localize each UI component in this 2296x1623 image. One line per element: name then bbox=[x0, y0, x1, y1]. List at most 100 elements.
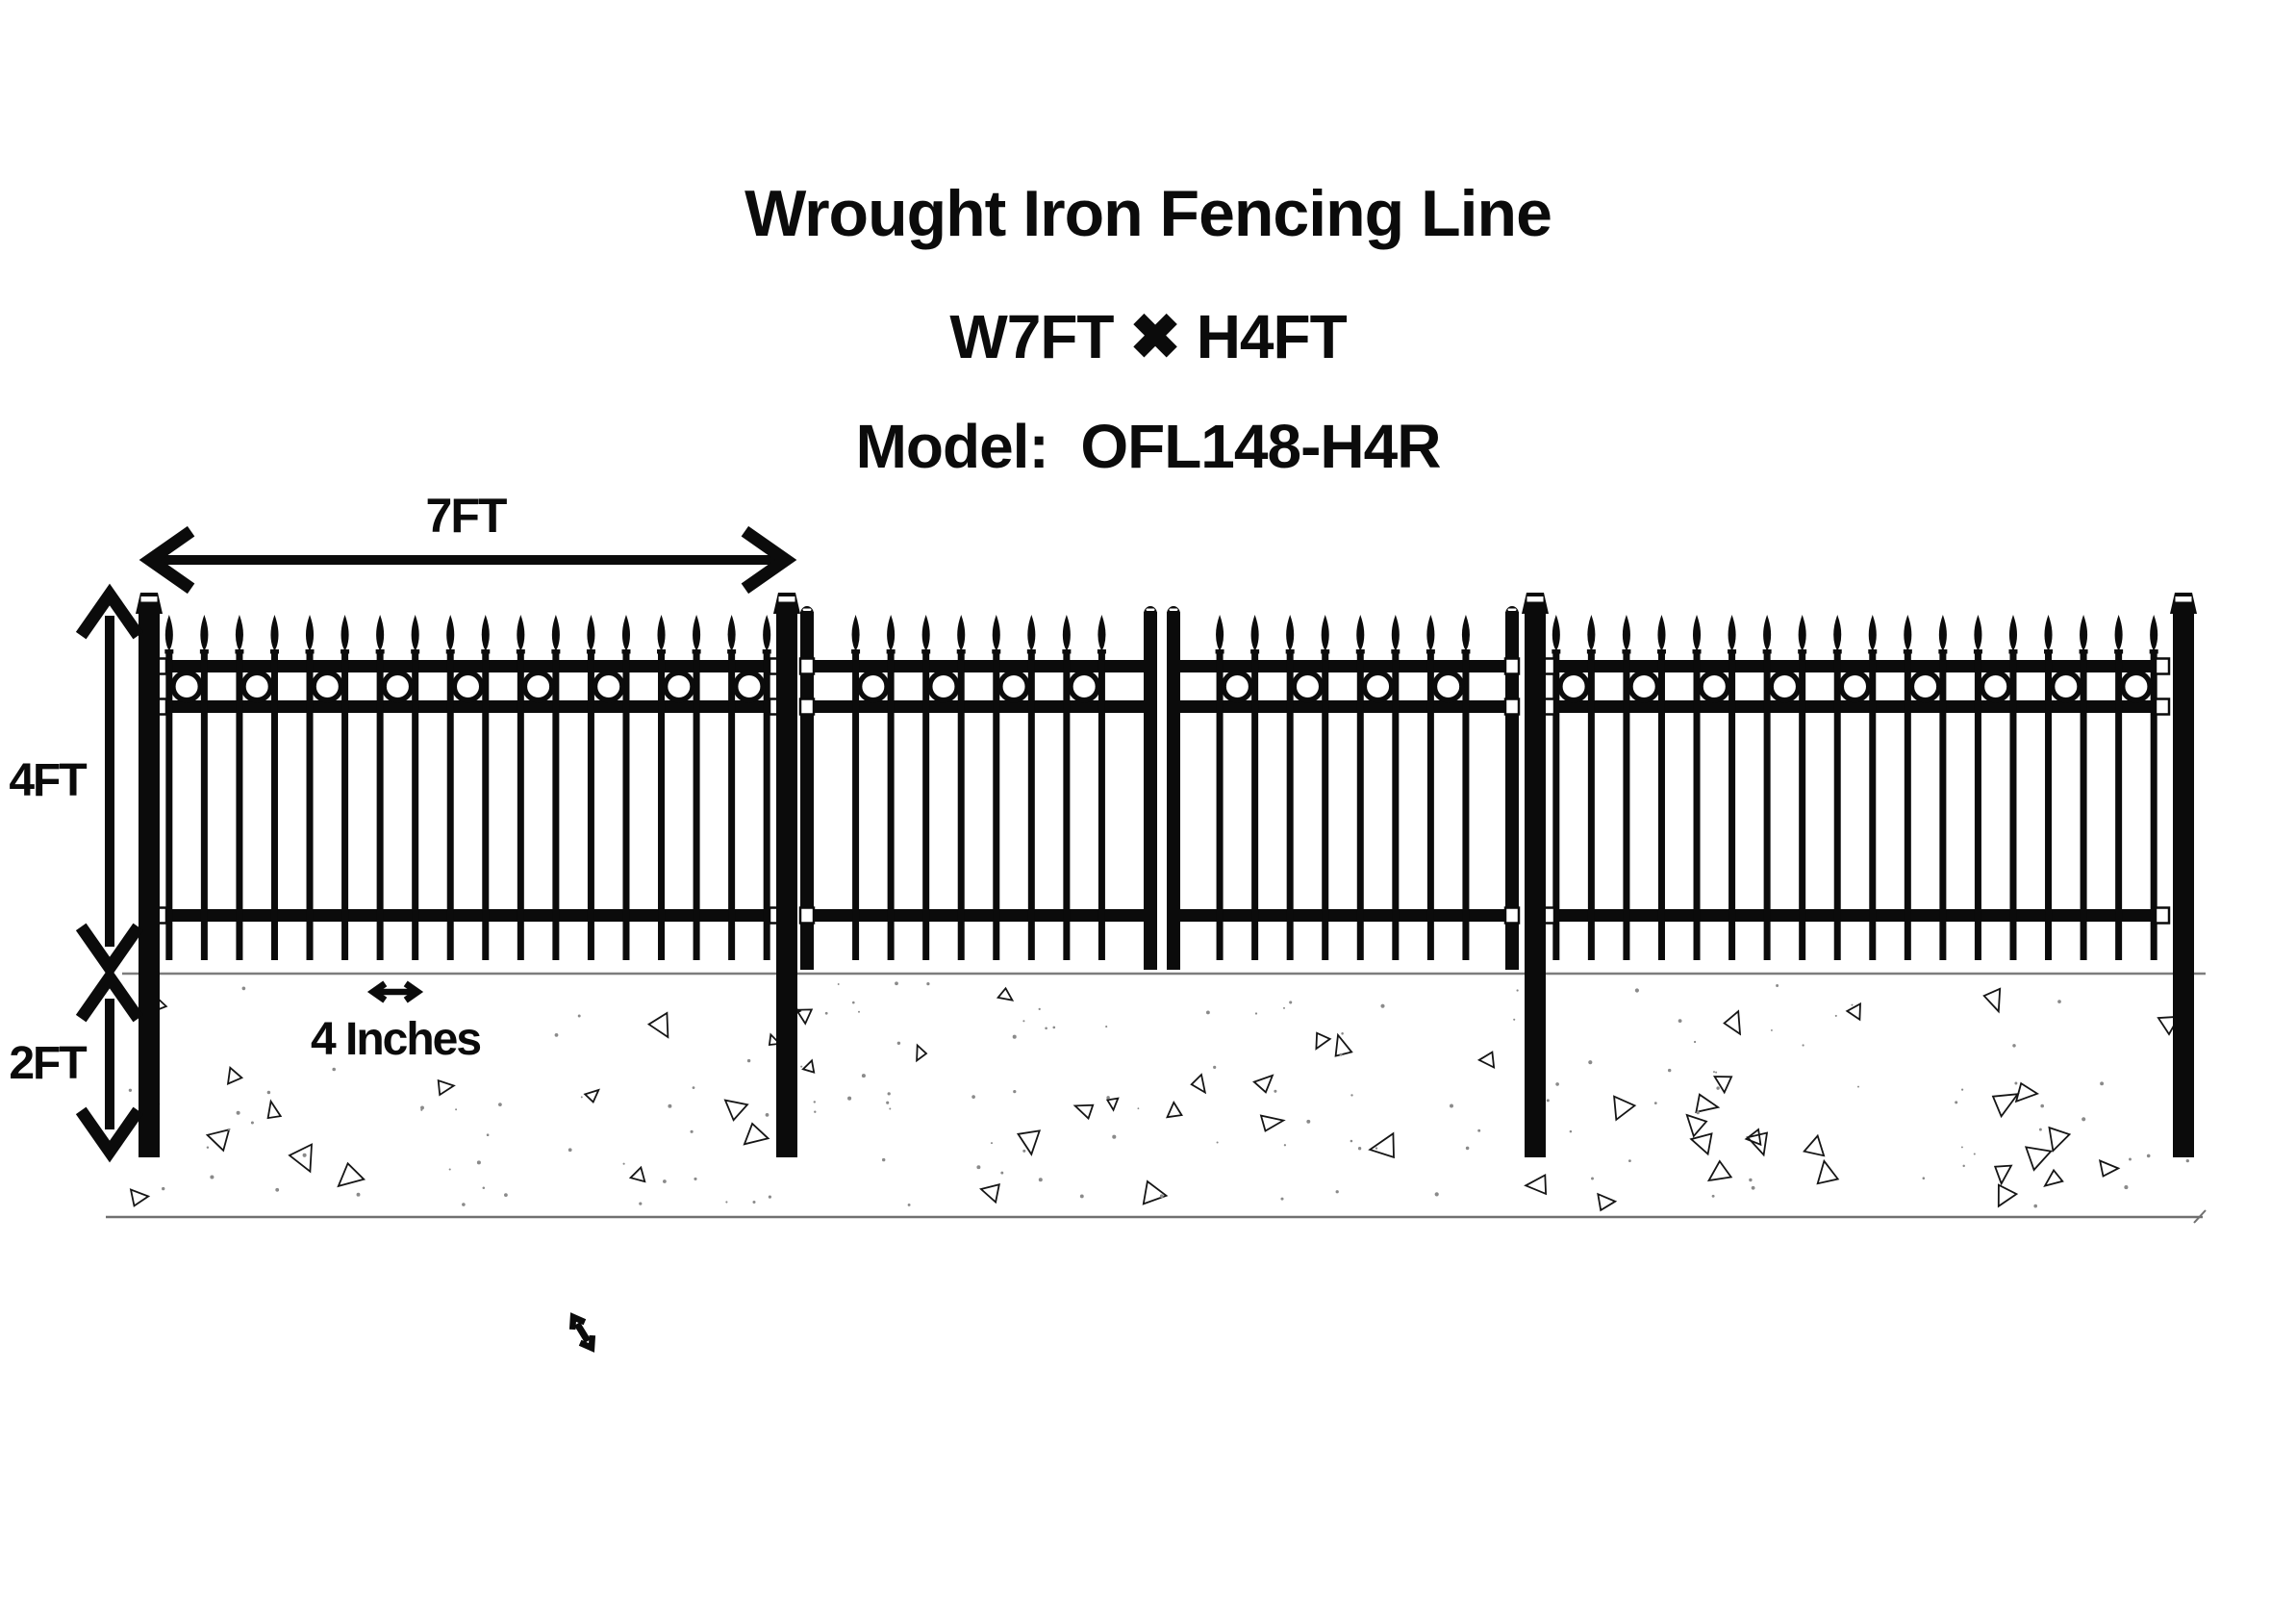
ring-ornament bbox=[1627, 670, 1661, 703]
concrete-dot bbox=[1450, 1103, 1453, 1108]
concrete-dot bbox=[1634, 988, 1639, 993]
concrete-dot bbox=[1513, 1018, 1516, 1021]
concrete-dot bbox=[275, 1187, 280, 1192]
concrete-dot bbox=[668, 1103, 672, 1108]
cap-highlight bbox=[1169, 608, 1178, 611]
spear-finial bbox=[200, 615, 209, 650]
concrete-dot bbox=[577, 1014, 581, 1018]
picket bbox=[621, 615, 631, 960]
spear-finial bbox=[481, 615, 490, 650]
concrete-dot bbox=[1022, 1020, 1025, 1023]
picket-gap-arrow bbox=[366, 980, 424, 1003]
spear-collar bbox=[551, 649, 561, 654]
concrete-dot bbox=[1555, 1082, 1559, 1086]
spear-finial bbox=[164, 615, 173, 650]
fence-panel-1 bbox=[151, 615, 785, 960]
picket-bar bbox=[236, 653, 243, 960]
picket bbox=[1250, 615, 1260, 960]
spear-finial bbox=[693, 615, 701, 650]
spear-collar bbox=[305, 649, 315, 654]
concrete-dot bbox=[1546, 1099, 1550, 1103]
picket bbox=[992, 615, 1001, 960]
spear-finial bbox=[1763, 615, 1772, 650]
concrete-dot bbox=[1962, 1164, 1965, 1168]
spear-finial bbox=[1321, 615, 1329, 650]
spear-finial bbox=[921, 615, 930, 650]
concrete-dot bbox=[302, 1153, 307, 1157]
spear-collar bbox=[164, 649, 174, 654]
picket bbox=[1903, 615, 1912, 960]
picket bbox=[2149, 615, 2158, 960]
picket bbox=[164, 615, 174, 960]
concrete-dot bbox=[1216, 1141, 1219, 1144]
ring-ornament bbox=[240, 670, 274, 703]
main-post-cap bbox=[136, 593, 163, 614]
concrete-dot bbox=[1711, 1194, 1715, 1198]
panel-post-body bbox=[1144, 612, 1157, 970]
concrete-dot bbox=[889, 1107, 892, 1110]
dim-2ft-label: 2FT bbox=[9, 1038, 87, 1089]
picket bbox=[481, 615, 491, 960]
rail-bracket bbox=[2154, 697, 2171, 716]
spear-collar bbox=[1586, 649, 1596, 654]
concrete-dot bbox=[266, 1090, 271, 1095]
concrete-triangle bbox=[1368, 1131, 1395, 1159]
spear-finial bbox=[1286, 615, 1295, 650]
concrete-triangle bbox=[1190, 1073, 1207, 1095]
concrete-triangle bbox=[2098, 1159, 2121, 1178]
ring-ornament bbox=[1431, 670, 1465, 703]
rail bbox=[1173, 700, 1512, 713]
spear-finial bbox=[1587, 615, 1596, 650]
spear-collar bbox=[481, 649, 491, 654]
concrete-dot bbox=[765, 1113, 770, 1117]
concrete-dot bbox=[622, 1162, 625, 1165]
picket bbox=[2079, 615, 2088, 960]
spear-finial bbox=[1552, 615, 1560, 650]
rail-bracket bbox=[798, 906, 816, 925]
main-post-4 bbox=[2170, 593, 2197, 1157]
spear-collar bbox=[1728, 649, 1737, 654]
fence-panel-3 bbox=[1167, 606, 1521, 970]
concrete-triangle bbox=[768, 1032, 782, 1047]
concrete-dot bbox=[2129, 1157, 2132, 1161]
picket-bar bbox=[1216, 653, 1224, 960]
concrete-dot bbox=[1283, 1006, 1285, 1009]
concrete-dot bbox=[2146, 1154, 2151, 1158]
ring-ornament bbox=[592, 670, 625, 703]
spear-finial bbox=[1868, 615, 1877, 650]
concrete-triangle bbox=[628, 1165, 646, 1183]
ring-ornament bbox=[926, 670, 960, 703]
main-post-cap bbox=[2170, 593, 2197, 614]
concrete-triangle bbox=[723, 1099, 749, 1122]
concrete-triangle bbox=[996, 986, 1015, 1002]
concrete-dot bbox=[690, 1129, 694, 1133]
bottom-line-tick bbox=[2193, 1209, 2207, 1224]
picket-bar bbox=[2115, 653, 2123, 960]
picket bbox=[1285, 615, 1295, 960]
picket-bar bbox=[993, 653, 1000, 960]
rail bbox=[1548, 909, 2162, 922]
picket-bar bbox=[728, 653, 736, 960]
spear-collar bbox=[621, 649, 631, 654]
concrete-dot bbox=[881, 1157, 886, 1162]
spear-collar bbox=[2114, 649, 2124, 654]
spear-collar bbox=[1938, 649, 1948, 654]
ring-ornament bbox=[1068, 670, 1101, 703]
spear-finial bbox=[411, 615, 419, 650]
spear-collar bbox=[2149, 649, 2158, 654]
picket bbox=[921, 615, 931, 960]
concrete-dot bbox=[1516, 989, 1519, 992]
spear-collar bbox=[1903, 649, 1912, 654]
concrete-dot bbox=[971, 1095, 975, 1099]
concrete-triangle bbox=[1689, 1132, 1713, 1156]
picket bbox=[1215, 615, 1224, 960]
concrete-dot bbox=[1022, 1149, 1026, 1153]
size-subtitle: W7FT ✖ H4FT bbox=[949, 302, 1347, 371]
concrete-dot bbox=[1749, 1178, 1753, 1182]
picket-bar bbox=[2080, 653, 2087, 960]
picket-bar bbox=[376, 653, 384, 960]
concrete-dot bbox=[162, 1186, 165, 1191]
concrete-dot bbox=[2124, 1185, 2129, 1190]
concrete-dot bbox=[725, 1201, 728, 1204]
concrete-triangle bbox=[337, 1161, 366, 1188]
